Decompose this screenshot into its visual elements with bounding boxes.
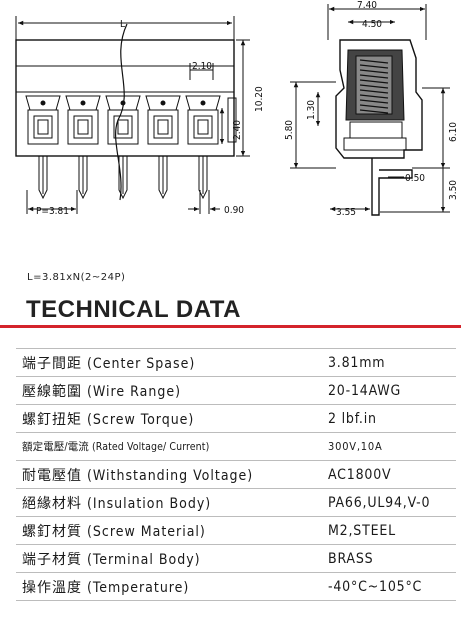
dim-side-height-left: 5.80: [284, 120, 295, 140]
front-view: [15, 16, 250, 214]
row-value: M2,STEEL: [328, 522, 396, 539]
row-label: 端子材質 (Terminal Body): [22, 551, 201, 568]
terminal-cell: [65, 95, 101, 200]
dim-side-width: 7.40: [357, 0, 377, 11]
terminal-cell: [105, 95, 141, 200]
dim-pin-offset: 2.40: [232, 120, 243, 140]
dim-side-inner: 4.50: [362, 19, 382, 30]
terminal-cell: [25, 95, 61, 200]
row-value: -40°C~105°C: [328, 578, 423, 595]
table-row: 端子材質 (Terminal Body) BRASS: [16, 545, 456, 573]
title-rule: [0, 325, 461, 328]
table-row: 耐電壓值 (Withstanding Voltage) AC1800V: [16, 461, 456, 489]
row-value: 300V,10A: [328, 440, 383, 453]
row-label: 額定電壓/電流 (Rated Voltage/ Current): [22, 441, 210, 453]
table-row: 端子間距 (Center Spase) 3.81mm: [16, 348, 456, 377]
row-value: 2 lbf.in: [328, 410, 377, 427]
dim-height-total: 10.20: [254, 86, 265, 112]
row-label: 螺釘材質 (Screw Material): [22, 523, 206, 540]
table-row: 壓線範圍 (Wire Range) 20-14AWG: [16, 377, 456, 405]
dim-pin-thickness: 0.50: [405, 173, 425, 184]
row-label: 絕緣材料 (Insulation Body): [22, 495, 212, 512]
row-value: 3.81mm: [328, 354, 386, 371]
table-row: 螺釘材質 (Screw Material) M2,STEEL: [16, 517, 456, 545]
side-view: [290, 4, 450, 216]
dim-pitch: P=3.81: [36, 206, 69, 217]
dim-length: L: [120, 19, 125, 30]
table-row: 絕緣材料 (Insulation Body) PA66,UL94,V-0: [16, 489, 456, 517]
row-label: 端子間距 (Center Spase): [22, 355, 196, 372]
row-label: 螺釘扭矩 (Screw Torque): [22, 411, 195, 428]
row-value: 20-14AWG: [328, 382, 402, 399]
dim-side-inner-height: 1.30: [306, 100, 317, 120]
technical-drawing: L 2.10 10.20 2.40 P=3.81 0.90 7.40 4.50 …: [15, 0, 459, 218]
row-label: 耐電壓值 (Withstanding Voltage): [22, 467, 254, 484]
row-value: BRASS: [328, 550, 374, 567]
length-formula: L=3.81xN(2~24P): [27, 272, 126, 283]
terminal-cell: [185, 95, 221, 200]
table-row: 螺釘扭矩 (Screw Torque) 2 lbf.in: [16, 405, 456, 433]
dim-pin-base: 3.55: [336, 207, 356, 218]
table-row: 額定電壓/電流 (Rated Voltage/ Current) 300V,10…: [16, 433, 456, 461]
tech-data-table: 端子間距 (Center Spase) 3.81mm 壓線範圍 (Wire Ra…: [16, 348, 456, 601]
row-label: 操作溫度 (Temperature): [22, 579, 190, 596]
row-value: AC1800V: [328, 466, 392, 483]
dim-pin-width: 0.90: [224, 205, 244, 216]
dim-pin-length: 3.50: [448, 180, 459, 200]
row-value: PA66,UL94,V-0: [328, 494, 431, 511]
terminal-cell: [145, 95, 181, 200]
table-row: 操作溫度 (Temperature) -40°C~105°C: [16, 573, 456, 601]
dim-side-height-right: 6.10: [448, 122, 459, 142]
dim-pitch-gap: 2.10: [192, 61, 212, 72]
section-title: TECHNICAL DATA: [26, 296, 241, 323]
row-label: 壓線範圍 (Wire Range): [22, 383, 181, 400]
